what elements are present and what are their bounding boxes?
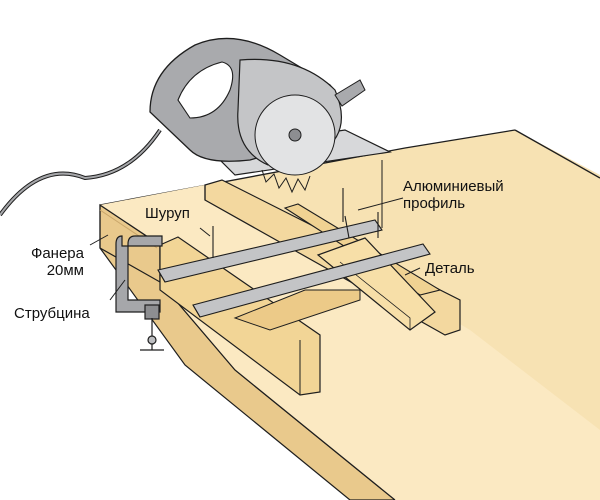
label-aluminium-profile-line2: профиль	[403, 195, 466, 212]
label-clamp: Струбцина	[14, 305, 90, 322]
workpiece	[316, 237, 436, 331]
label-aluminium-profile-line1: Алюминиевый	[403, 178, 504, 195]
label-aluminium-profile: Алюминиевый профиль	[403, 178, 504, 212]
label-part: Деталь	[425, 260, 475, 277]
label-clamp-text: Струбцина	[14, 305, 90, 322]
label-plywood: Фанера 20мм	[12, 245, 84, 279]
label-screw-text: Шуруп	[145, 205, 190, 222]
leader-lines	[89, 160, 421, 301]
circular-saw	[0, 37, 392, 217]
label-part-text: Деталь	[425, 260, 475, 277]
aluminium-profiles	[157, 219, 431, 318]
label-screw: Шуруп	[145, 205, 190, 222]
label-plywood-line2: 20мм	[46, 262, 84, 279]
screws	[212, 188, 379, 258]
label-plywood-line1: Фанера	[30, 245, 84, 262]
clamp	[115, 235, 164, 351]
